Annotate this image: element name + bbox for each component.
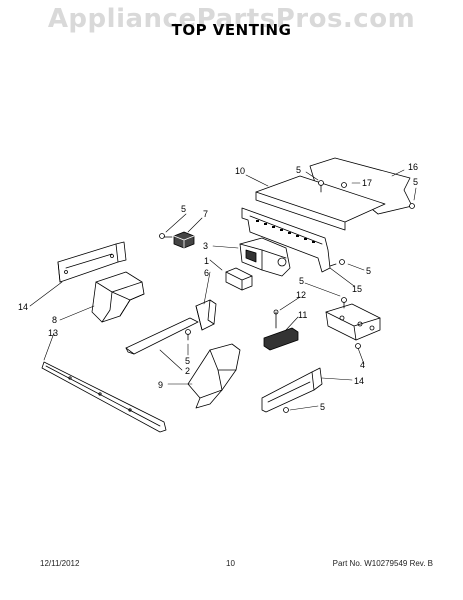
callout-3: 3	[203, 241, 208, 251]
callout-11: 11	[298, 310, 307, 320]
callout-16: 16	[408, 162, 418, 172]
part-11-terminal-block	[263, 327, 299, 351]
callout-1: 1	[204, 256, 209, 266]
callout-5: 5	[299, 276, 304, 286]
callout-7: 7	[203, 209, 208, 219]
part-14-right-bracket	[261, 367, 323, 413]
watermark: AppliancePartsPros.com	[47, 4, 416, 34]
part-4-bracket	[325, 303, 381, 341]
callout-14: 14	[18, 302, 28, 312]
callout-9: 9	[158, 380, 163, 390]
callout-5: 5	[320, 402, 325, 412]
part-8-vent-duct	[91, 271, 145, 323]
footer-part-number: Part No. W10279549 Rev. B	[332, 559, 433, 568]
part-15-mounting-bracket	[241, 207, 331, 273]
callout-5: 5	[181, 204, 186, 214]
callout-10: 10	[235, 166, 245, 176]
part-6-bracket	[195, 299, 217, 331]
part-14-left-bracket	[57, 241, 127, 283]
part-13-long-rail	[41, 361, 167, 433]
callout-8: 8	[52, 315, 57, 325]
callout-5: 5	[413, 177, 418, 187]
callout-4: 4	[360, 360, 365, 370]
callout-13: 13	[48, 328, 58, 338]
callout-17: 17	[362, 178, 372, 188]
part-3-blower-motor	[239, 237, 291, 277]
callout-15: 15	[352, 284, 362, 294]
part-7-connector	[173, 231, 195, 249]
part-2-strip	[125, 317, 199, 355]
callout-12: 12	[296, 290, 306, 300]
footer-page-number: 10	[226, 559, 235, 568]
callout-6: 6	[204, 268, 209, 278]
leader-lines	[29, 169, 417, 411]
part-10-vent-plate	[255, 175, 386, 231]
callout-2: 2	[185, 366, 190, 376]
callout-5: 5	[296, 165, 301, 175]
part-1-block	[225, 267, 253, 291]
callout-14: 14	[354, 376, 364, 386]
callout-labels: 10 5 17 16 5 5 7 3 1 6 5 15 5 12 11 14 8…	[18, 162, 418, 412]
part-9-lower-duct	[187, 343, 241, 409]
callout-5: 5	[366, 266, 371, 276]
diagram-title: TOP VENTING	[171, 21, 292, 39]
part-12-terminal-screw	[273, 309, 279, 329]
callout-5: 5	[185, 356, 190, 366]
screws-part-5	[159, 180, 415, 413]
footer-date: 12/11/2012	[40, 559, 80, 568]
